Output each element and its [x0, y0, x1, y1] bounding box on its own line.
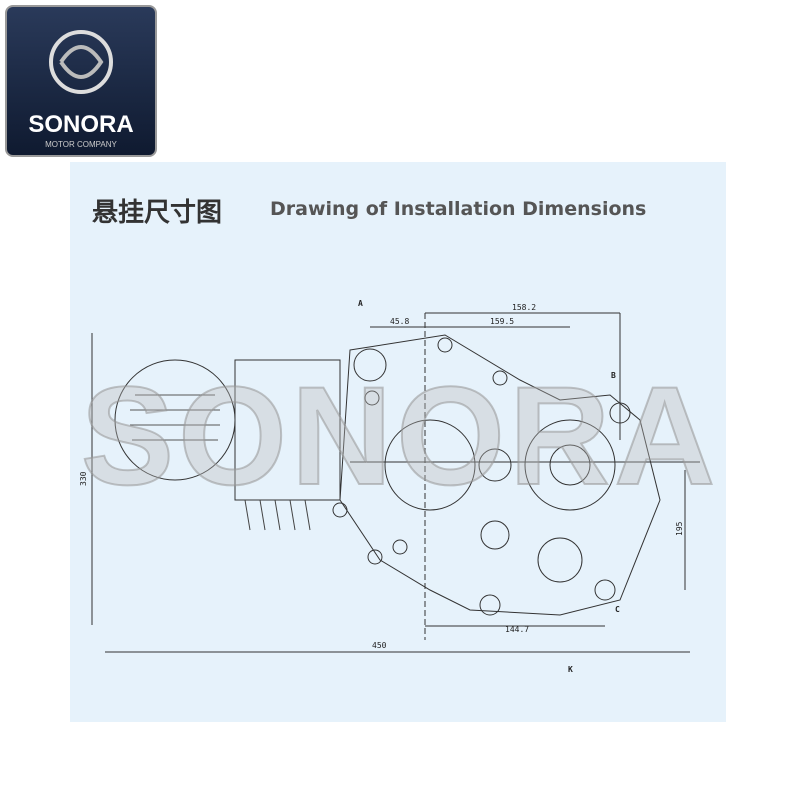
- drawing-panel: 悬挂尺寸图 Drawing of Installation Dimensions: [70, 162, 726, 722]
- title-english: Drawing of Installation Dimensions: [270, 198, 647, 220]
- dim-158-2: 158.2: [512, 303, 536, 312]
- dim-195: 195: [675, 521, 684, 536]
- section-label-k: K: [568, 665, 573, 674]
- dim-144-7: 144.7: [505, 625, 529, 634]
- section-label-c: C: [615, 605, 620, 614]
- logo-emblem-icon: [49, 30, 113, 94]
- section-label-b: B: [611, 371, 616, 380]
- dim-450: 450: [372, 641, 387, 650]
- title-chinese: 悬挂尺寸图: [92, 198, 223, 228]
- dim-45-8: 45.8: [390, 317, 409, 326]
- watermark: SONORA: [80, 356, 720, 515]
- dim-330: 330: [79, 471, 88, 486]
- sonora-logo: SONORA MOTOR COMPANY: [5, 5, 157, 157]
- section-label-a: A: [358, 299, 363, 308]
- dim-159-5: 159.5: [490, 317, 514, 326]
- logo-name: SONORA: [28, 111, 134, 138]
- logo-tagline: MOTOR COMPANY: [45, 140, 117, 149]
